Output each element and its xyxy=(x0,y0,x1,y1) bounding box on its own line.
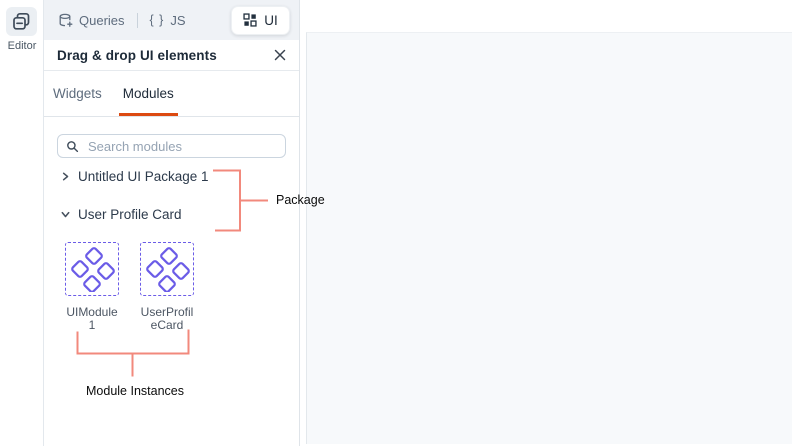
tree-item-untitled-ui-package[interactable]: Untitled UI Package 1 xyxy=(44,166,299,186)
module-card-label: UserProfileCard xyxy=(140,305,194,332)
tree-item-label: User Profile Card xyxy=(78,206,182,222)
annotation-package-label: Package xyxy=(276,193,325,207)
ui-grid-icon xyxy=(243,13,257,27)
tree-item-user-profile-card[interactable]: User Profile Card xyxy=(44,204,299,224)
chevron-right-icon xyxy=(60,171,71,182)
editor-canvas[interactable] xyxy=(306,32,792,444)
panel-tabs: Widgets Modules xyxy=(44,71,299,117)
editor-pages-icon xyxy=(12,12,31,31)
braces-icon: { } xyxy=(149,13,165,27)
tab-queries[interactable]: Queries xyxy=(58,13,125,28)
entity-explorer-panel: Queries { } JS UI Dr xyxy=(44,0,300,446)
left-rail: Editor xyxy=(0,0,44,446)
tab-widgets[interactable]: Widgets xyxy=(53,86,102,101)
tab-js[interactable]: { } JS xyxy=(150,13,186,28)
close-icon xyxy=(274,49,286,61)
tab-queries-label: Queries xyxy=(79,12,125,28)
chevron-down-icon xyxy=(60,209,71,220)
tree-item-label: Untitled UI Package 1 xyxy=(78,168,209,184)
panel-title: Drag & drop UI elements xyxy=(57,47,217,63)
panel-header: Drag & drop UI elements xyxy=(44,40,299,71)
search-box xyxy=(57,134,286,158)
editor-nav-button[interactable] xyxy=(6,7,37,36)
tab-ui-label: UI xyxy=(264,12,278,28)
module-card-label: UIModule 1 xyxy=(66,305,118,332)
module-diamonds-icon xyxy=(144,246,190,292)
module-card-uimodule1[interactable] xyxy=(65,242,119,296)
annotation-instances-label: Module Instances xyxy=(86,384,184,398)
search-icon xyxy=(66,140,79,153)
search-input[interactable] xyxy=(86,137,277,155)
tab-modules[interactable]: Modules xyxy=(118,71,178,116)
module-card-list xyxy=(44,242,299,296)
queries-database-icon xyxy=(58,13,73,28)
editor-nav-label: Editor xyxy=(7,40,37,52)
close-button[interactable] xyxy=(274,49,286,61)
editor-segment-bar: Queries { } JS UI xyxy=(44,0,299,40)
module-diamonds-icon xyxy=(69,246,115,292)
segment-divider xyxy=(136,12,138,28)
tab-ui[interactable]: UI xyxy=(231,5,290,35)
module-card-labels: UIModule 1 UserProfileCard xyxy=(44,306,299,332)
tab-js-label: JS xyxy=(170,12,186,28)
module-card-userprofilecard[interactable] xyxy=(140,242,194,296)
